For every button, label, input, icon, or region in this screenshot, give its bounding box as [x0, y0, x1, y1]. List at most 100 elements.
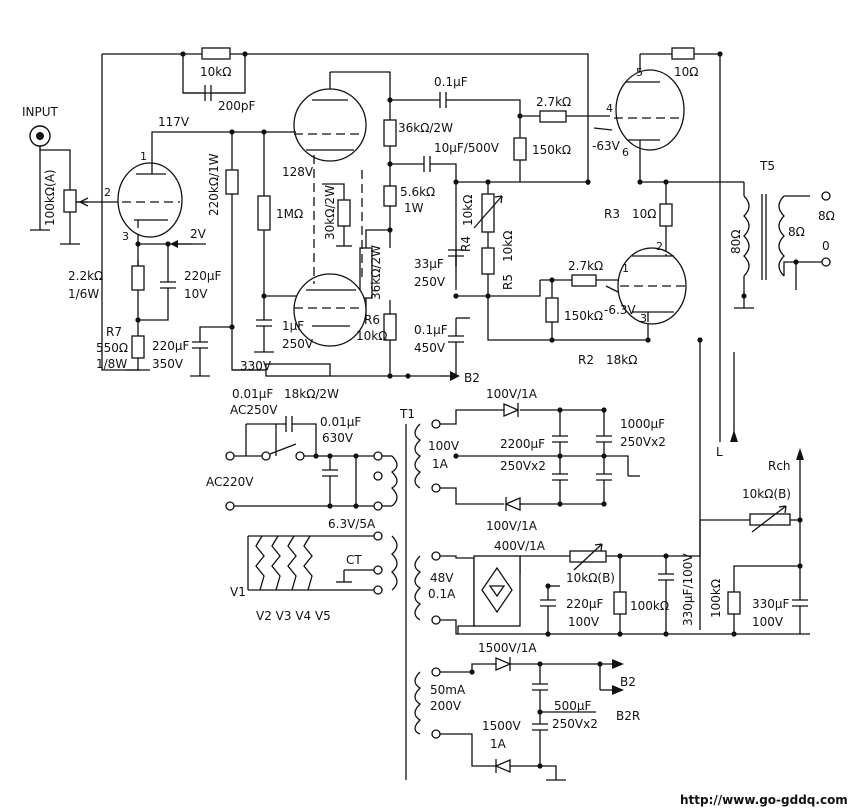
- resistor-36k-bottom: [359, 247, 373, 299]
- resistor-r5: [481, 247, 495, 275]
- label-c-330-v: 100V: [752, 615, 784, 629]
- watermark: http://www.go-gddq.com: [680, 793, 848, 807]
- label-r-36k-top: 36kΩ/2W: [398, 121, 453, 135]
- label-c-220u-100v: 220μF: [566, 597, 604, 611]
- resistors: [63, 47, 791, 615]
- label-c-1000: 1000μF: [620, 417, 665, 431]
- label-r-56k-w: 1W: [404, 201, 424, 215]
- label-pinb3: 3: [640, 312, 647, 325]
- label-c-330: 330μF: [752, 597, 790, 611]
- resistor-10k-feedback: [201, 47, 231, 60]
- label-c-2200: 2200μF: [500, 437, 545, 451]
- label-pot-in: 100kΩ(A): [43, 169, 57, 226]
- label-out-80: 8Ω: [818, 209, 835, 223]
- label-c-220u-350-v: 350V: [152, 357, 184, 371]
- diode-1500v-bottom: [494, 759, 511, 773]
- label-c-01u-450-v: 450V: [414, 341, 446, 355]
- hv-supply-wires: [436, 409, 629, 505]
- label-b2-lower: B2: [620, 675, 636, 689]
- label-input: INPUT: [22, 105, 59, 119]
- label-c-33u: 33μF: [414, 257, 444, 271]
- label-sec-48v: 48V: [430, 571, 454, 585]
- t1-sec-48v: [414, 555, 422, 621]
- label-r-100k-b: 100kΩ: [709, 579, 723, 618]
- label-t1: T1: [399, 407, 415, 421]
- label-pin2: 2: [104, 186, 111, 199]
- label-l: L: [716, 445, 723, 459]
- label-pot-10kb-a: 10kΩ(B): [566, 571, 615, 585]
- capacitors: [160, 85, 808, 740]
- label-r-fb: 10kΩ: [200, 65, 231, 79]
- label-c-330-100: 330μF/100V: [681, 553, 695, 626]
- label-c-220u-100v-v: 100V: [568, 615, 600, 629]
- resistor-150k-top: [513, 137, 527, 161]
- label-c-500: 500μF: [554, 699, 592, 713]
- diode-100v-bottom: [504, 497, 521, 511]
- resistor-r3: [659, 203, 673, 227]
- tube-upper: [293, 88, 367, 162]
- tube-power-upper: [615, 69, 685, 151]
- junctions: [135, 51, 803, 769]
- tubes: [117, 69, 687, 347]
- label-r3: R3: [604, 207, 620, 221]
- label-sec-1a: 1A: [432, 457, 449, 471]
- label-r7: R7: [106, 325, 122, 339]
- label-sec-50ma: 50mA: [430, 683, 466, 697]
- label-r-plate-out: 10Ω: [674, 65, 698, 79]
- label-c-1000-v: 250Vx2: [620, 435, 666, 449]
- label-c-33u-v: 250V: [414, 275, 446, 289]
- resistor-r7: [131, 335, 145, 359]
- label-heater: 6.3V/5A: [328, 517, 376, 531]
- ground-symbols: [30, 229, 754, 781]
- label-c-1u-v: 250V: [282, 337, 314, 351]
- input-volume-pot: [63, 189, 77, 213]
- resistor-10-plate: [671, 47, 695, 60]
- resistor-18k-2w: [265, 363, 331, 377]
- bridge-rectifier: [473, 555, 521, 627]
- resistor-1m: [257, 195, 271, 231]
- label-c-220u-350: 220μF: [152, 339, 190, 353]
- b2-arrow: [450, 371, 460, 381]
- label-pinb2: 2: [656, 240, 663, 253]
- resistor-220k: [225, 169, 239, 195]
- diode-1500v-top: [495, 657, 512, 671]
- label-c-1u: 1μF: [282, 319, 304, 333]
- label-c-10u: 10μF/500V: [434, 141, 500, 155]
- label-v2v5: V2 V3 V4 V5: [256, 609, 331, 623]
- resistor-r4-variable: [481, 193, 495, 233]
- t1-primary: [390, 455, 398, 507]
- label-c-220u-10v-v: 10V: [184, 287, 208, 301]
- label-r-1m: 1MΩ: [276, 207, 303, 221]
- label-r4: R4: [459, 236, 473, 252]
- label-pin1: 1: [140, 150, 147, 163]
- b2-supply-wires: [436, 663, 612, 780]
- label-c-ac-cap: 0.01μF: [232, 387, 273, 401]
- label-pin5: 5: [636, 66, 643, 79]
- t1-sec-100v: [414, 423, 422, 489]
- label-v63b: -6.3V: [604, 303, 636, 317]
- label-pin3: 3: [122, 230, 129, 243]
- t1-heater: [391, 535, 398, 591]
- label-r5-val: 10kΩ: [501, 231, 515, 262]
- label-v2: 2V: [190, 227, 207, 241]
- label-r7-val: 550Ω: [96, 341, 128, 355]
- label-r2: R2: [578, 353, 594, 367]
- label-c-630-v: 630V: [322, 431, 354, 445]
- label-out-0: 0: [822, 239, 830, 253]
- label-r5: R5: [501, 274, 515, 290]
- label-r-150k-top: 150kΩ: [532, 143, 571, 157]
- label-d-1500-top: 1500V/1A: [478, 641, 537, 655]
- label-b2r: B2R: [616, 709, 640, 723]
- label-v128: 128V: [282, 165, 314, 179]
- label-t5: T5: [759, 159, 775, 173]
- ac-section-wires: [234, 423, 392, 591]
- resistor-150k-bottom: [545, 297, 559, 323]
- pot-30k: [337, 199, 351, 227]
- label-rch: Rch: [768, 459, 791, 473]
- label-r-grid1: 2.7kΩ: [536, 95, 571, 109]
- label-r-22k-w: 1/6W: [68, 287, 99, 301]
- resistor-2k7-top: [539, 110, 567, 123]
- label-c-fb: 200pF: [218, 99, 256, 113]
- label-v1: V1: [230, 585, 246, 599]
